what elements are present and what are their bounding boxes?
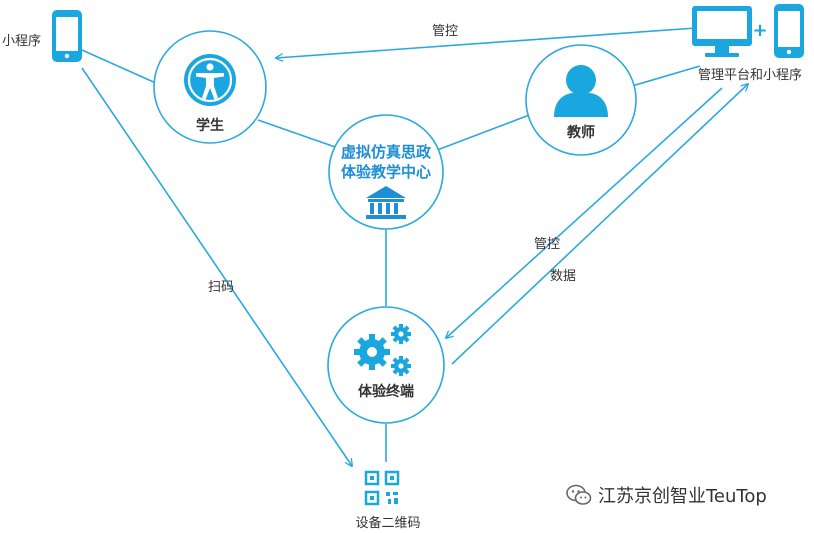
terminal-title: 体验终端 xyxy=(358,384,414,400)
line-student-center xyxy=(257,119,339,149)
line-student-phone xyxy=(81,49,159,85)
label-qrcode: 设备二维码 xyxy=(355,516,421,531)
label-arrow-scan: 扫码 xyxy=(208,280,235,295)
connector-lines xyxy=(81,27,748,466)
label-arrow-top: 管控 xyxy=(432,24,459,39)
smartphone-icon xyxy=(52,10,82,62)
line-center-teacher xyxy=(431,113,533,153)
center-title-line2: 体验教学中心 xyxy=(340,163,431,181)
wechat-icon xyxy=(566,484,592,505)
center-node xyxy=(328,114,444,230)
plus-sign: + xyxy=(752,20,767,41)
student-title: 学生 xyxy=(196,118,224,134)
accessibility-person-icon xyxy=(184,54,236,106)
label-phone-left: 小程序 xyxy=(2,34,42,49)
student-node xyxy=(153,30,267,144)
center-title-line1: 虚拟仿真思政 xyxy=(340,143,431,161)
terminal-node xyxy=(327,306,445,424)
watermark: 江苏京创智业TeuTop xyxy=(566,482,767,508)
gears-icon xyxy=(354,324,411,376)
teacher-title: 教师 xyxy=(567,125,595,141)
user-icon xyxy=(554,65,608,117)
monitor-icon xyxy=(692,6,752,57)
label-arrow-manage: 管控 xyxy=(534,237,561,252)
label-arrow-data: 数据 xyxy=(550,269,577,284)
arrow-manage-top xyxy=(276,27,697,58)
smartphone-icon-right xyxy=(774,4,804,58)
museum-building-icon xyxy=(366,186,406,219)
arrow-scan-qrcode xyxy=(81,67,352,466)
teacher-node xyxy=(525,44,637,156)
label-mgmt-platform: 管理平台和小程序 xyxy=(698,68,803,83)
line-teacher-mgmt xyxy=(631,65,701,87)
watermark-text: 江苏京创智业TeuTop xyxy=(598,486,767,507)
arrow-manage-terminal xyxy=(446,87,723,338)
qrcode-icon xyxy=(364,470,400,506)
arrow-data-mgmt xyxy=(451,84,748,365)
